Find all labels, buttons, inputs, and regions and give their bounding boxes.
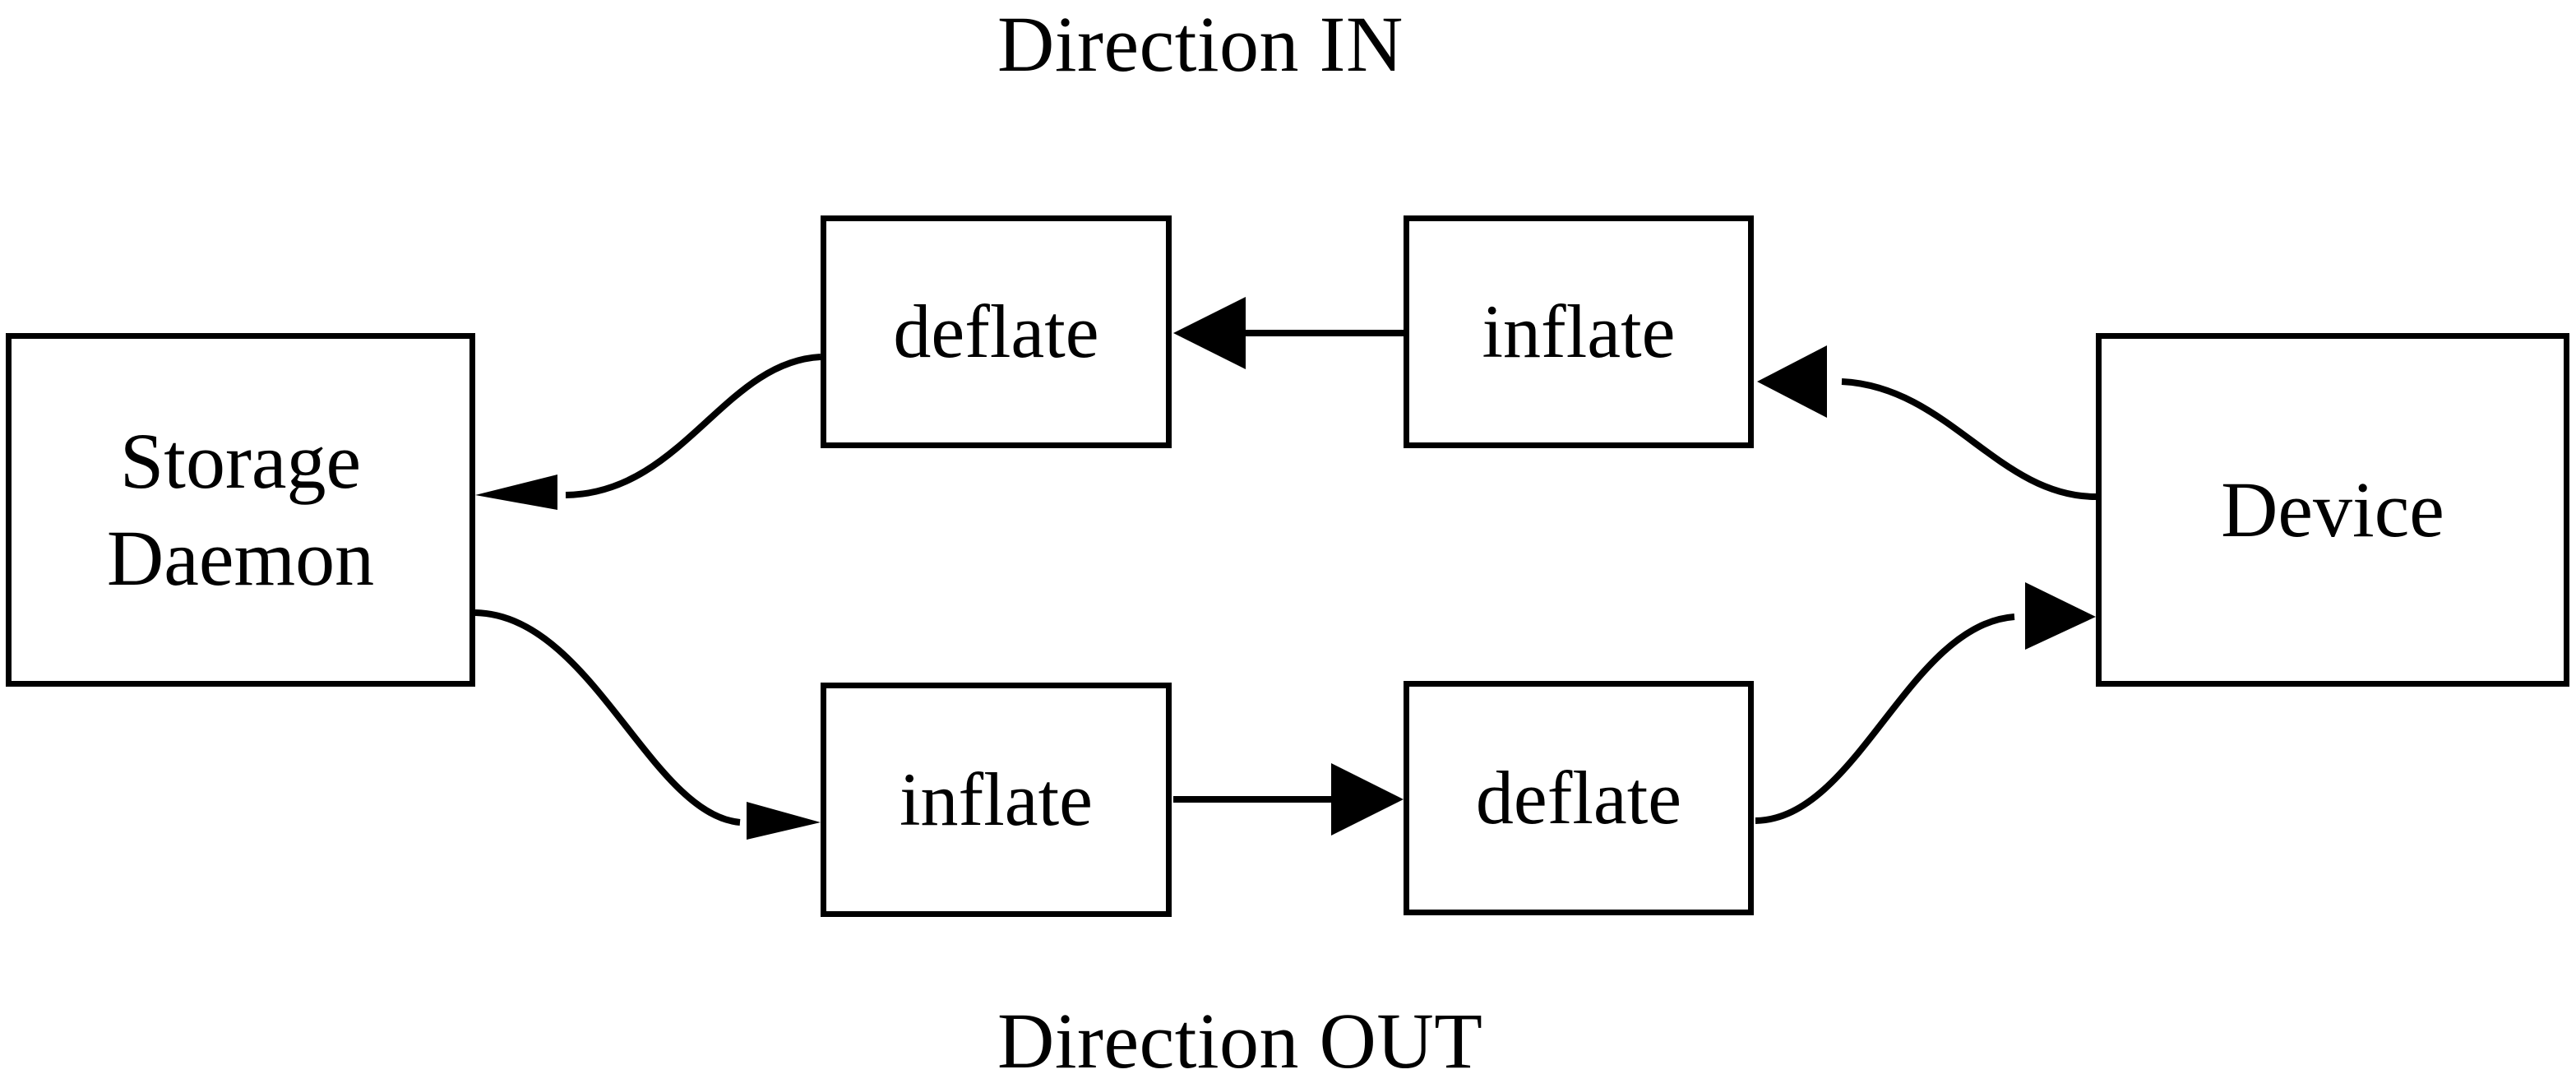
- edge-device-to-inflate-in: [1757, 345, 2097, 500]
- direction-out-caption: Direction OUT: [997, 997, 1483, 1085]
- node-deflate-in-label: deflate: [893, 289, 1099, 373]
- node-deflate-out-label: deflate: [1475, 755, 1682, 840]
- node-deflate-out[interactable]: deflate: [1404, 681, 1754, 915]
- direction-in-caption: Direction IN: [997, 0, 1404, 88]
- node-inflate-out[interactable]: inflate: [821, 683, 1172, 917]
- edge-inflate-out-to-deflate-out: [1173, 763, 1404, 836]
- node-storage-daemon[interactable]: Storage Daemon: [6, 333, 475, 687]
- node-inflate-in-label: inflate: [1482, 289, 1676, 373]
- node-storage-daemon-line1: Storage: [119, 417, 362, 506]
- edge-deflate-in-to-storage-daemon: [475, 354, 821, 510]
- node-inflate-out-label: inflate: [900, 757, 1093, 841]
- edge-storage-daemon-to-inflate-out: [474, 609, 821, 840]
- node-deflate-in[interactable]: deflate: [821, 215, 1172, 448]
- node-storage-daemon-line2: Daemon: [106, 514, 375, 602]
- node-device-label: Device: [2221, 465, 2444, 554]
- edge-deflate-out-to-device: [1755, 582, 2096, 824]
- node-inflate-in[interactable]: inflate: [1404, 215, 1754, 448]
- node-device[interactable]: Device: [2096, 333, 2569, 687]
- edge-inflate-in-to-deflate-in: [1173, 297, 1404, 369]
